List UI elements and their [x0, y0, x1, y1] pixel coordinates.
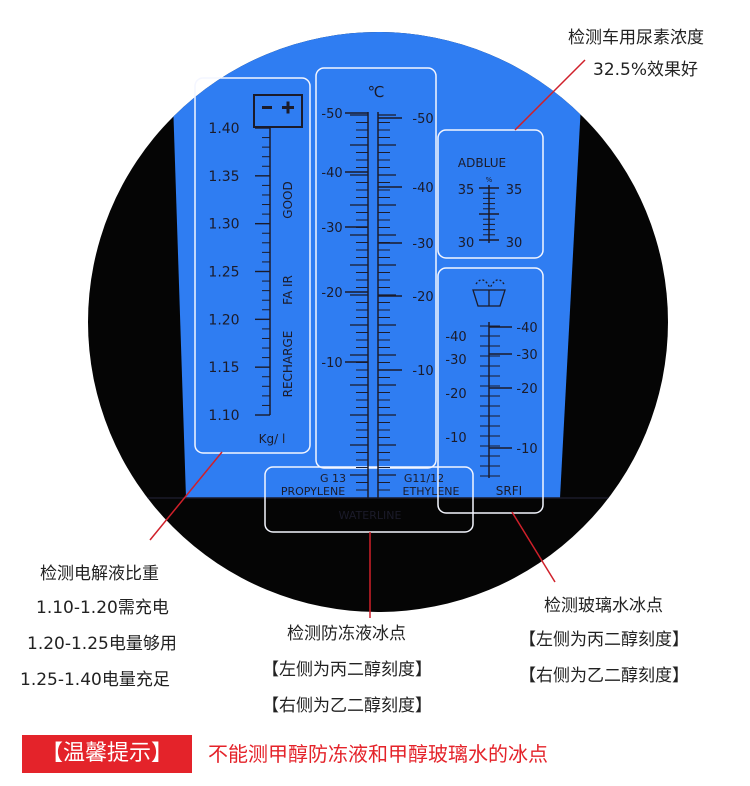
propylene-value-label: -50: [321, 107, 342, 122]
windshield-washer-icon: [472, 279, 506, 307]
battery-value-label: 1.20: [208, 312, 239, 328]
srfi-left-value-label: -40: [445, 330, 466, 345]
adblue-caption-line-2: 32.5%效果好: [593, 60, 699, 80]
ethylene-value-labels: -50 -40 -30 -20 -10: [412, 112, 433, 379]
adblue-panel-outline: [437, 129, 544, 259]
srfi-left-value-label: -20: [445, 387, 466, 402]
battery-scale-panel: 1.401.351.301.251.201.151.10 GOOD FA IR …: [194, 77, 311, 454]
srfi-left-value-label: -10: [445, 431, 466, 446]
battery-zone-recharge: RECHARGE: [281, 331, 295, 398]
battery-value-label: 1.10: [208, 408, 239, 424]
srfi-left-value-label: -30: [445, 353, 466, 368]
srfi-right-value-label: -20: [516, 382, 537, 397]
battery-value-label: 1.40: [208, 121, 239, 137]
waterline-label: WATERLINE: [339, 509, 402, 522]
srfi-right-value-label: -30: [516, 348, 537, 363]
adblue-ticks: [479, 187, 499, 241]
pointer-battery: [149, 451, 223, 541]
antifreeze-caption-line-1: 检测防冻液冰点: [287, 624, 406, 644]
srfi-right-value-label: -40: [516, 321, 537, 336]
battery-minus-plus-icon: [253, 94, 303, 128]
ethylene-code: G11/12: [404, 472, 444, 485]
adblue-scale-panel: ADBLUE % 35 35 30 30: [437, 129, 544, 259]
adblue-35-right: 35: [506, 183, 523, 198]
antifreeze-scale-panel: ℃ -50 -40 -30 -20 -10 -50 -40 -30 -20 -10 G 13 P…: [264, 67, 474, 533]
srfi-label: SRFI: [496, 484, 522, 498]
antifreeze-caption-line-2: 【左侧为丙二醇刻度】: [262, 660, 432, 680]
glass-caption-line-1: 检测玻璃水冰点: [544, 596, 663, 616]
battery-caption-line-4: 1.25-1.40电量充足: [20, 670, 170, 690]
antifreeze-panel-outline: [315, 67, 437, 469]
propylene-value-label: -30: [321, 221, 342, 236]
ethylene-value-label: -20: [412, 290, 433, 305]
battery-ticks: [255, 127, 270, 416]
srfi-right-value-labels: -40 -30 -20 -10: [516, 321, 537, 457]
battery-unit: Kg/ l: [259, 432, 286, 446]
warm-tip-bar: 【温馨提示】 不能测甲醇防冻液和甲醇玻璃水的冰点: [22, 735, 732, 773]
adblue-30-left: 30: [458, 236, 475, 251]
propylene-ticks: [345, 112, 368, 491]
adblue-35-left: 35: [458, 183, 475, 198]
battery-caption-line-2: 1.10-1.20需充电: [36, 598, 169, 618]
battery-value-label: 1.25: [208, 265, 239, 281]
battery-value-labels: 1.40 1.35 1.30 1.25 1.20 1.15 1.10: [208, 121, 239, 424]
battery-zone-fair: FA IR: [281, 275, 295, 305]
pointer-lines: [149, 59, 586, 618]
adblue-title: ADBLUE: [458, 156, 506, 170]
ethylene-value-label: -40: [412, 181, 433, 196]
battery-value-label: 1.30: [208, 217, 239, 233]
srfi-right-value-label: -10: [516, 442, 537, 457]
srfi-scale-panel: -40 -30 -20 -10 -40 -30 -20 -10 SRFI: [437, 267, 544, 514]
pointer-glass: [511, 511, 556, 583]
warm-tip-text: 不能测甲醇防冻液和甲醇玻璃水的冰点: [208, 742, 548, 766]
ethylene-value-label: -50: [412, 112, 433, 127]
propylene-value-label: -40: [321, 166, 342, 181]
adblue-30-right: 30: [506, 236, 523, 251]
battery-caption-line-3: 1.20-1.25电量够用: [27, 634, 177, 654]
battery-value-label: 1.35: [208, 169, 239, 185]
srfi-left-value-labels: -40 -30 -20 -10: [445, 330, 466, 446]
battery-panel-outline: [194, 77, 311, 454]
propylene-value-labels: -50 -40 -30 -20 -10: [321, 107, 342, 371]
battery-value-label: 1.15: [208, 360, 239, 376]
battery-zone-good: GOOD: [281, 181, 295, 218]
ethylene-value-label: -10: [412, 364, 433, 379]
battery-caption-line-1: 检测电解液比重: [40, 564, 159, 584]
propylene-value-label: -10: [321, 356, 342, 371]
celsius-unit: ℃: [368, 83, 385, 101]
propylene-code: G 13: [320, 472, 346, 485]
ethylene-label: ETHYLENE: [403, 485, 460, 498]
adblue-caption-line-1: 检测车用尿素浓度: [568, 28, 704, 48]
glass-caption-line-2: 【左侧为丙二醇刻度】: [519, 630, 689, 650]
waterline-box-outline: [264, 466, 474, 533]
warm-tip-label: 【温馨提示】: [22, 735, 192, 773]
ethylene-value-label: -30: [412, 237, 433, 252]
glass-caption-line-3: 【右侧为乙二醇刻度】: [519, 666, 689, 686]
srfi-panel-outline: [437, 267, 544, 514]
pointer-adblue: [514, 59, 586, 131]
antifreeze-caption-line-3: 【右侧为乙二醇刻度】: [262, 696, 432, 716]
ethylene-ticks: [378, 114, 402, 491]
srfi-ticks: [480, 325, 512, 477]
propylene-label: PROPYLENE: [281, 485, 345, 498]
propylene-value-label: -20: [321, 286, 342, 301]
adblue-percent: %: [486, 176, 493, 184]
